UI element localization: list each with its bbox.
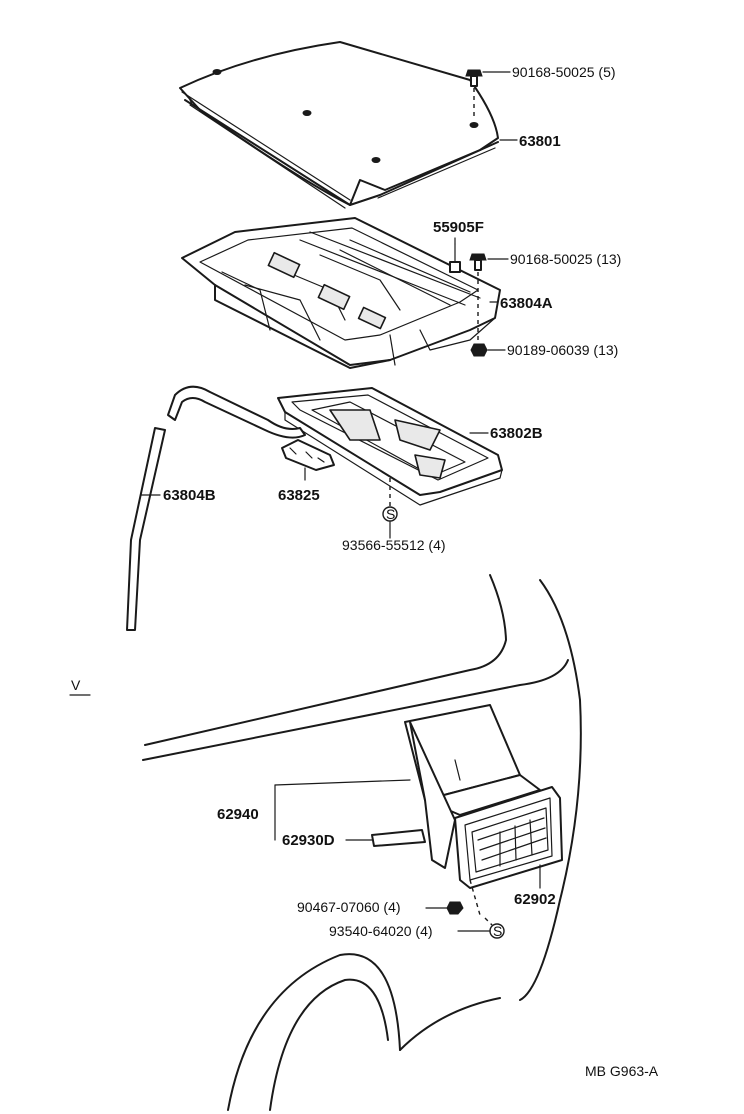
bracket-63825 [281, 439, 335, 471]
label-clip: 55905F [433, 219, 484, 236]
vent-assembly-62940 [404, 704, 541, 869]
label-hose: 63804B [163, 487, 216, 504]
label-screw-bottom: 93540-64020 (4) [329, 923, 433, 939]
label-clip-bottom: 90467-07060 (4) [297, 899, 401, 915]
screw-s-icon: S [382, 478, 398, 539]
callout-labels: 90168-50025 (5) 63801 55905F 90168-50025… [69, 64, 659, 1079]
grille-62902 [454, 786, 563, 889]
label-vent-assy: 62940 [217, 806, 259, 823]
label-cover: 63801 [519, 133, 561, 150]
nut-icon [470, 343, 488, 357]
label-housing: 63804A [500, 295, 553, 312]
label-bolt-mid: 90168-50025 (13) [510, 251, 621, 267]
label-bracket: 63825 [278, 487, 320, 504]
duct-63802b [277, 387, 503, 506]
label-bolt-top: 90168-50025 (5) [512, 64, 616, 80]
s-mark-bottom: S [493, 923, 502, 939]
hose-63804b [126, 385, 306, 631]
label-duct: 63802B [490, 425, 543, 442]
housing-63804a [181, 217, 501, 369]
leader-lines [140, 71, 541, 932]
label-nut: 90189-06039 (13) [507, 342, 618, 358]
view-mark: V [71, 677, 81, 693]
screw-bottom-icon: S [484, 917, 505, 939]
bolt-top-icon [465, 69, 483, 118]
label-screw-s: 93566-55512 (4) [342, 537, 446, 553]
label-vent-seal: 62930D [282, 832, 335, 849]
seal-62930d [371, 829, 426, 847]
vehicle-body [142, 574, 582, 1111]
figure-code: MB G963-A [585, 1063, 659, 1079]
roof-cover-63801 [179, 41, 499, 209]
label-grille: 62902 [514, 891, 556, 908]
s-mark: S [386, 506, 395, 522]
bolt-mid-icon [469, 253, 487, 340]
clip-55905f-icon [449, 243, 461, 273]
